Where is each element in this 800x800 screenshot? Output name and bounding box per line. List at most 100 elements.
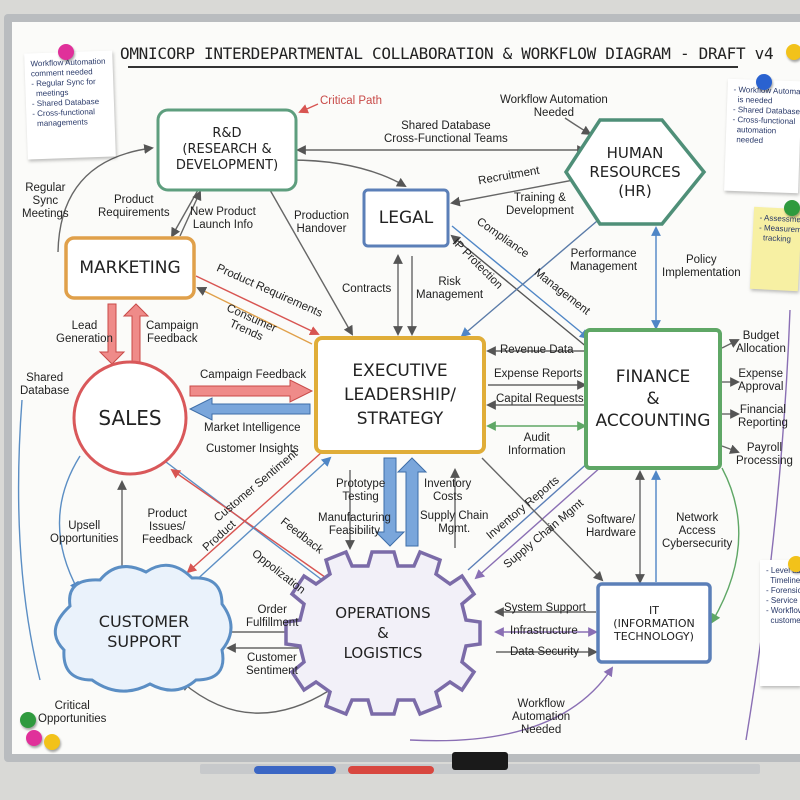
block-arrow-ops-exec (396, 457, 428, 547)
label-contracts: Contracts (342, 283, 392, 295)
label-training: Training & Development (506, 192, 574, 217)
arrow-budget (721, 339, 740, 349)
finance-box (584, 328, 722, 470)
label-manufacturing: Manufacturing Feasibility (318, 512, 391, 537)
arrow-support-exec (191, 456, 332, 585)
block-arrow-exec-sales (188, 397, 311, 421)
block-arrow-exec-ops (374, 457, 406, 547)
node-legal-label: LEGAL (378, 208, 434, 228)
arrow-legal-finance-2 (450, 234, 589, 349)
sticky-note-right-bottom: - Level as Day Timeline - Forensic - Ser… (760, 560, 800, 686)
label-expense-approval: Expense Approval (738, 368, 784, 393)
sales-circle (72, 360, 188, 476)
eraser[interactable] (452, 752, 508, 770)
arrow-marketing-rnd (179, 190, 202, 237)
arrow-finance-ops (474, 465, 603, 580)
label-upsell: Upsell Opportunities (50, 520, 119, 545)
arrow-marketing-exec (195, 275, 320, 336)
label-critical-opps: Critical Opportunities (38, 700, 107, 725)
label-product-req: Product Requirements (98, 194, 170, 219)
arrow-exec-support (186, 451, 323, 574)
label-workflow-bottom: Workflow Automation Needed (512, 698, 571, 736)
hr-hexagon (563, 118, 707, 226)
label-supply-chain: Supply Chain Mgmt. (420, 510, 489, 535)
label-market-intel: Market Intelligence (204, 422, 301, 434)
label-fin-reporting: Financial Reporting (738, 404, 788, 429)
it-box (596, 582, 712, 664)
node-hr: HUMAN RESOURCES (HR) (566, 120, 704, 224)
node-ops-label: OPERATIONS & LOGISTICS (335, 604, 431, 662)
support-cloud (53, 563, 233, 693)
arrow-exec-marketing (196, 287, 313, 345)
node-sales-label: SALES (98, 406, 162, 430)
label-data-security: Data Security (510, 646, 580, 658)
magnet-yellow-bottom[interactable] (44, 734, 60, 750)
node-marketing: MARKETING (66, 238, 194, 298)
arrow-right-curve (711, 467, 740, 624)
marker-blue[interactable] (254, 766, 336, 774)
sticky-note-right-yellow: - Assessment - Measurement tracking (749, 206, 800, 292)
label-order-fulfill: Order Fulfillment (246, 604, 299, 629)
diagram-title: OMNICORP INTERDEPARTMENTAL COLLABORATION… (120, 44, 774, 63)
arrow-rnd-legal (289, 159, 407, 187)
arrow-payroll (721, 444, 740, 454)
magnet-yellow-right[interactable] (788, 556, 800, 572)
label-audit: Audit Information (508, 432, 566, 457)
magnet-green-bottom[interactable] (20, 712, 36, 728)
title-underline (128, 66, 738, 68)
rnd-box (156, 108, 298, 192)
block-arrow-sales-marketing (122, 303, 150, 365)
node-exec: EXECUTIVE LEADERSHIP/ STRATEGY (316, 338, 484, 452)
arrow-ops-sales (170, 468, 333, 583)
label-shared-db-top: Shared Database Cross-Functional Teams (384, 120, 508, 145)
block-arrow-sales-exec (189, 379, 314, 403)
arrow-support-ops-bottom (180, 680, 331, 714)
label-prototype: Prototype Testing (336, 478, 386, 503)
label-revenue: Revenue Data (500, 344, 574, 356)
label-software-hw: Software/ Hardware (586, 514, 636, 539)
label-infrastructure: Infrastructure (510, 625, 578, 637)
label-capital: Capital Requests (496, 393, 584, 405)
arrow-left-edge (17, 399, 41, 681)
arrow-critical-path (298, 103, 319, 114)
arrow-workflow-top (564, 117, 592, 136)
node-hr-label: HUMAN RESOURCES (HR) (589, 143, 681, 200)
arrow-exec-it (481, 457, 604, 582)
arrow-sales-ops (165, 461, 340, 594)
node-legal: LEGAL (364, 190, 448, 246)
label-production-handover: Production Handover (294, 210, 349, 235)
exec-box (314, 336, 486, 454)
label-cust-sentiment: Customer Sentiment (246, 652, 298, 677)
label-shared-db-left: Shared Database (20, 372, 70, 397)
marker-red[interactable] (348, 766, 434, 774)
arrow-sales-support-left (58, 455, 81, 592)
node-marketing-label: MARKETING (79, 258, 181, 278)
arrow-hr-exec (460, 209, 611, 338)
arrow-right-edge (745, 309, 791, 741)
magnet-blue[interactable] (756, 74, 772, 90)
label-payroll: Payroll Processing (736, 442, 793, 467)
label-budget: Budget Allocation (736, 330, 786, 355)
label-customer-insights: Customer Insights (206, 443, 299, 455)
sticky-note-right-top: - Workflow Automation is needed - Shared… (724, 78, 800, 194)
arrow-rnd-exec (269, 189, 353, 336)
magnet-pink-bottom[interactable] (26, 730, 42, 746)
label-campaign-fb: Campaign Feedback (200, 369, 307, 381)
arrow-bottom-curve (409, 666, 614, 742)
magnet-green-right[interactable] (784, 200, 800, 216)
node-it: IT (INFORMATION TECHNOLOGY) (598, 584, 710, 662)
ops-gear (284, 549, 482, 717)
label-campaign-fb-left: Campaign Feedback (146, 320, 199, 345)
label-policy: Policy Implementation (662, 254, 741, 279)
magnet-yellow-top[interactable] (786, 44, 800, 60)
legal-box (362, 188, 450, 248)
node-rnd: R&D (RESEARCH & DEVELOPMENT) (158, 110, 296, 190)
node-exec-label: EXECUTIVE LEADERSHIP/ STRATEGY (343, 361, 457, 429)
label-product-issues: Product Issues/ Feedback (142, 508, 193, 546)
magnet-pink[interactable] (58, 44, 74, 60)
label-inventory-costs: Inventory Costs (424, 478, 472, 503)
sticky-note-left: Workflow Automation comment needed - Reg… (24, 50, 116, 160)
label-expense-reports: Expense Reports (494, 368, 583, 380)
label-risk: Risk Management (416, 276, 484, 301)
